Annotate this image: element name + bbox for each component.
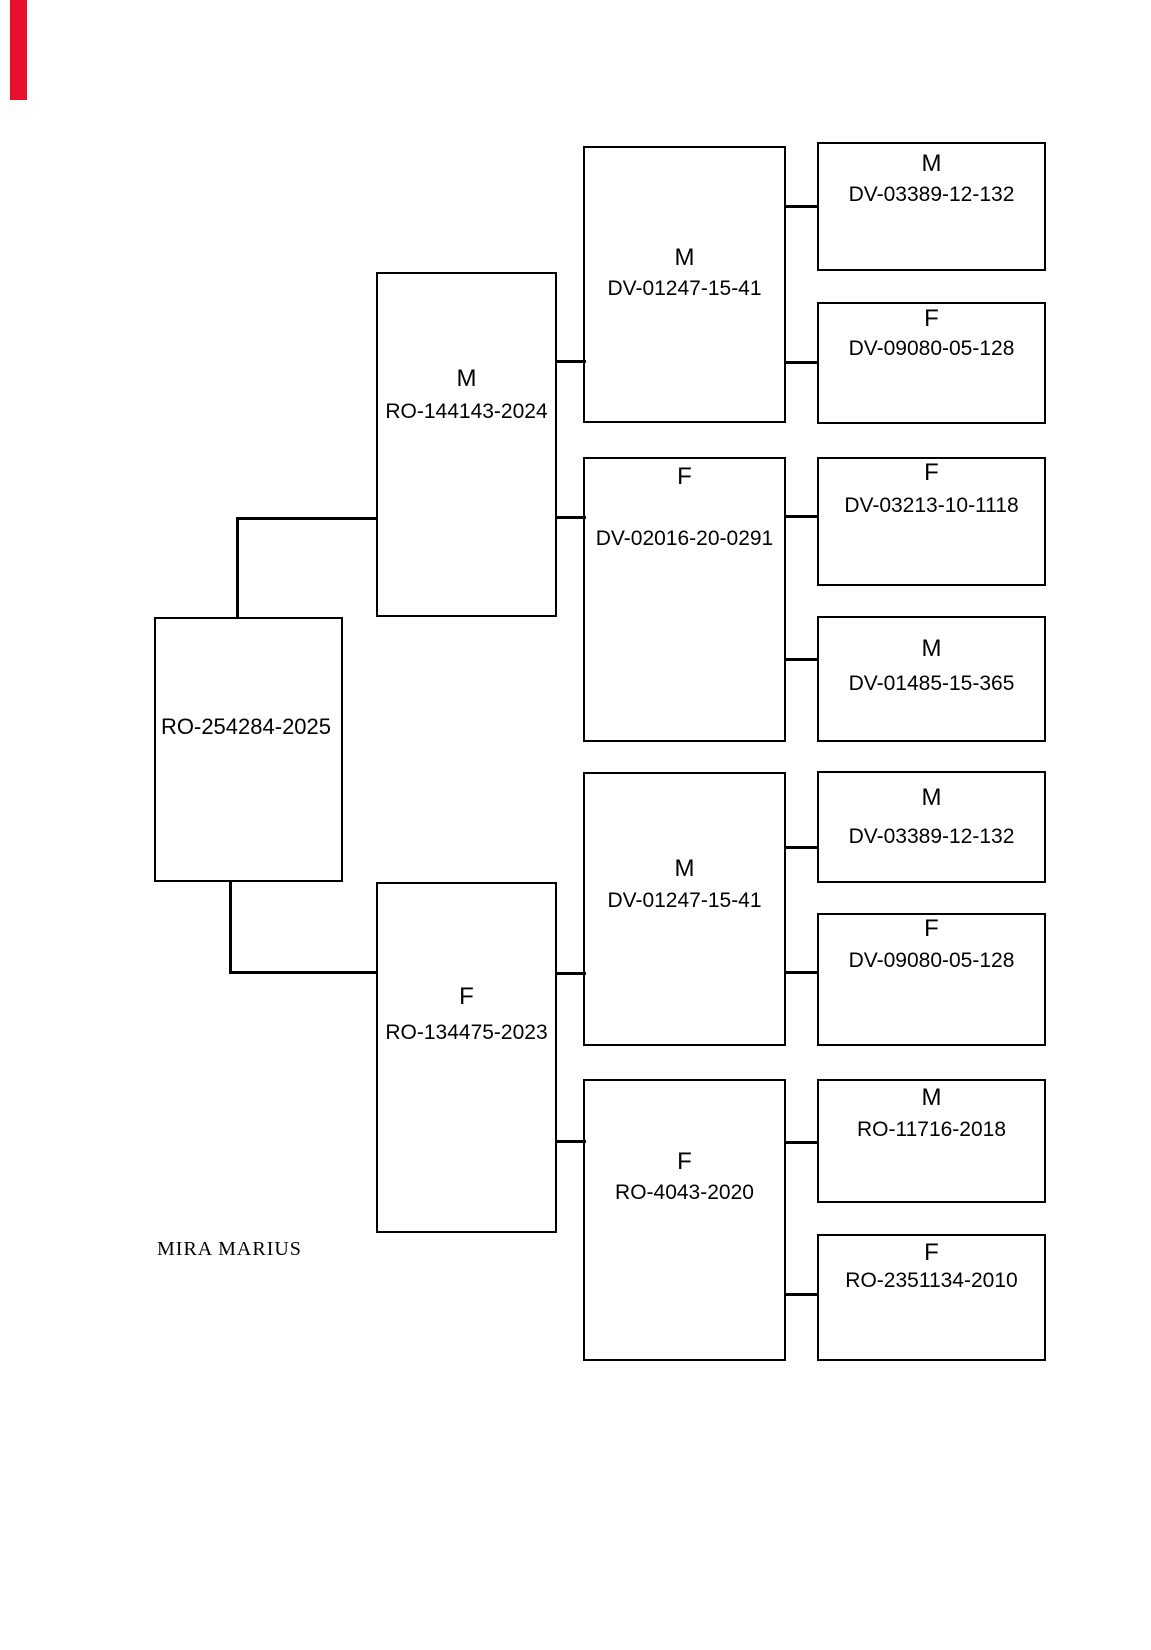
- pedigree-box-grandparent-1: M DV-01247-15-41: [583, 146, 786, 423]
- connector-line: [236, 517, 239, 619]
- sex-label: F: [459, 983, 474, 1010]
- sex-label: F: [677, 1148, 692, 1175]
- sex-label: M: [674, 855, 695, 882]
- connector-line: [229, 971, 378, 974]
- ring-number: RO-11716-2018: [856, 1118, 1007, 1141]
- ring-number: DV-09080-05-128: [848, 949, 1015, 972]
- pedigree-box-great-grandparent-1: M DV-03389-12-132: [817, 142, 1046, 271]
- ring-number: RO-254284-2025: [161, 714, 332, 739]
- pedigree-box-great-grandparent-6: F DV-09080-05-128: [817, 913, 1046, 1046]
- red-marker-bar: [10, 0, 27, 100]
- sex-label: M: [921, 635, 942, 662]
- pedigree-box-great-grandparent-3: F DV-03213-10-1118: [817, 457, 1046, 586]
- sex-label: F: [924, 1239, 939, 1266]
- pedigree-box-grandparent-3: M DV-01247-15-41: [583, 772, 786, 1046]
- connector-line: [784, 515, 819, 518]
- pedigree-box-grandparent-4: F RO-4043-2020: [583, 1079, 786, 1361]
- pedigree-box-subject: RO-254284-2025: [154, 617, 343, 882]
- connector-line: [784, 971, 819, 974]
- pedigree-box-dam: F RO-134475-2023: [376, 882, 557, 1233]
- ring-number: DV-01247-15-41: [607, 889, 762, 912]
- sex-label: M: [456, 365, 477, 392]
- ring-number: DV-01485-15-365: [848, 672, 1015, 695]
- connector-line: [784, 1141, 819, 1144]
- sex-label: F: [924, 915, 939, 942]
- pedigree-box-grandparent-2: F DV-02016-20-0291: [583, 457, 786, 742]
- ring-number: RO-134475-2023: [385, 1021, 548, 1044]
- connector-line: [784, 1293, 819, 1296]
- ring-number: RO-144143-2024: [385, 400, 548, 423]
- pedigree-box-great-grandparent-8: F RO-2351134-2010: [817, 1234, 1046, 1361]
- sex-label: F: [924, 459, 939, 486]
- connector-line: [555, 516, 586, 519]
- owner-name: MIRA MARIUS: [157, 1238, 302, 1260]
- pedigree-box-great-grandparent-5: M DV-03389-12-132: [817, 771, 1046, 883]
- connector-line: [555, 360, 586, 363]
- connector-line: [784, 361, 819, 364]
- connector-line: [236, 517, 378, 520]
- connector-line: [784, 658, 819, 661]
- ring-number: RO-2351134-2010: [845, 1269, 1018, 1292]
- sex-label: M: [674, 244, 695, 271]
- ring-number: DV-09080-05-128: [848, 337, 1015, 360]
- pedigree-box-great-grandparent-7: M RO-11716-2018: [817, 1079, 1046, 1203]
- connector-line: [784, 846, 819, 849]
- sex-label: M: [921, 150, 942, 177]
- connector-line: [784, 205, 819, 208]
- ring-number: RO-4043-2020: [615, 1181, 754, 1204]
- pedigree-box-great-grandparent-2: F DV-09080-05-128: [817, 302, 1046, 424]
- sex-label: F: [677, 463, 692, 490]
- connector-line: [229, 880, 232, 974]
- sex-label: M: [921, 1084, 942, 1111]
- connector-line: [555, 1140, 586, 1143]
- ring-number: DV-03389-12-132: [848, 825, 1015, 848]
- ring-number: DV-01247-15-41: [607, 277, 762, 300]
- connector-line: [555, 972, 586, 975]
- pedigree-box-sire: M RO-144143-2024: [376, 272, 557, 617]
- sex-label: F: [924, 305, 939, 332]
- sex-label: M: [921, 784, 942, 811]
- pedigree-box-great-grandparent-4: M DV-01485-15-365: [817, 616, 1046, 742]
- ring-number: DV-03389-12-132: [848, 183, 1015, 206]
- ring-number: DV-02016-20-0291: [595, 527, 774, 550]
- ring-number: DV-03213-10-1118: [844, 494, 1019, 517]
